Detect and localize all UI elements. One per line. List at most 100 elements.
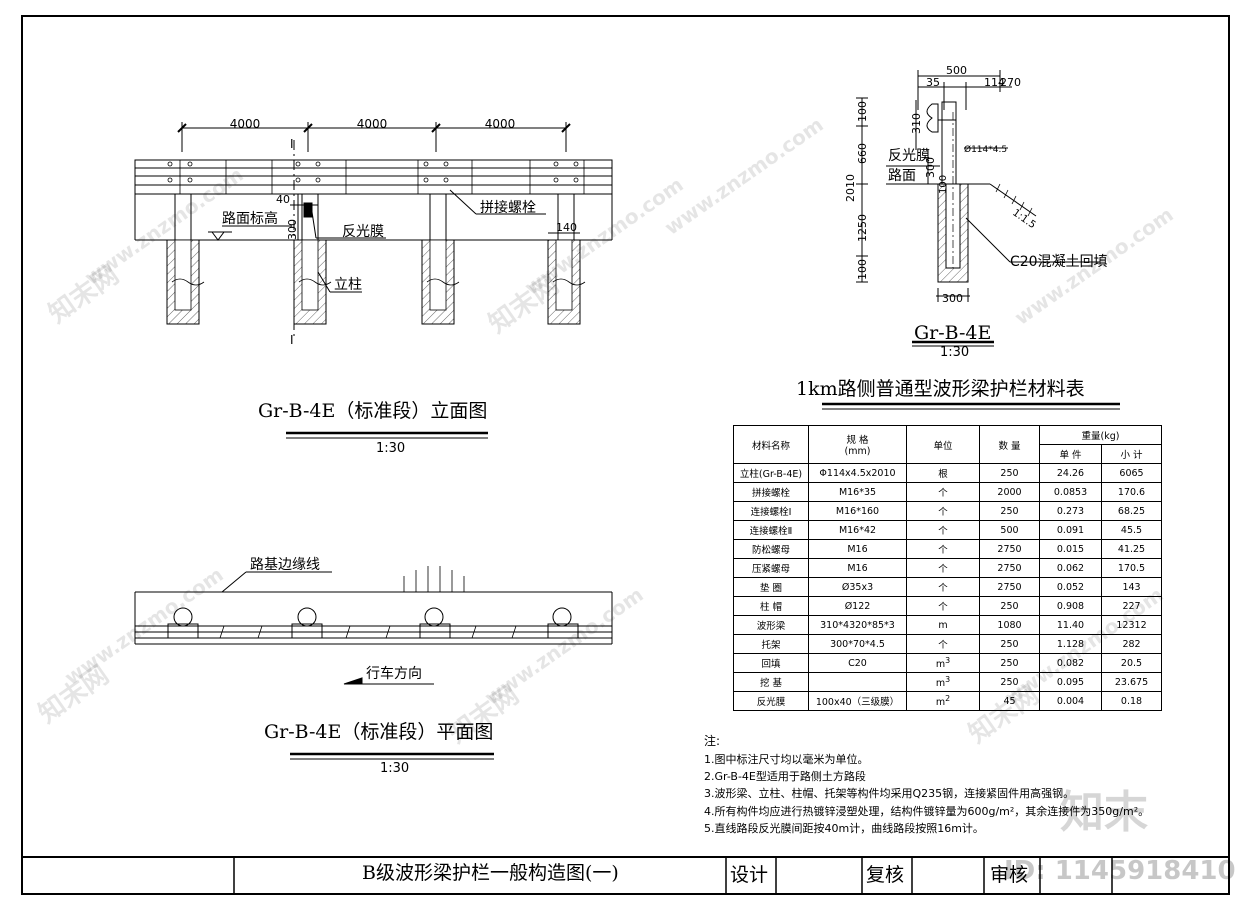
cell-material-name: 防松螺母: [733, 539, 809, 559]
elevation-text: 4000 4000 4000 I I 40 300 140 路面标高 拼接螺栓 …: [222, 117, 577, 347]
dim-300-bottom: 300: [942, 292, 963, 305]
section-mark-bottom: I: [290, 333, 294, 347]
cell-quantity: 2000: [979, 482, 1040, 502]
cell-spec: 300*70*4.5: [808, 634, 907, 654]
cell-material-name: 波形梁: [733, 615, 809, 635]
cell-each-weight: 0.908: [1039, 596, 1102, 616]
review-label: 复核: [866, 864, 905, 886]
span-dim-2: 4000: [357, 117, 388, 131]
label-traffic-direction: 行车方向: [366, 665, 422, 682]
cell-subtotal: 20.5: [1100, 653, 1163, 673]
dim-660: 660: [856, 143, 869, 164]
watermark-id: ID: 1145918410: [1004, 856, 1236, 886]
elevation-title-underline: [286, 431, 488, 439]
cell-each-weight: 0.015: [1039, 539, 1102, 559]
cell-subtotal: 0.18: [1100, 691, 1163, 711]
cell-unit: 个: [906, 577, 980, 597]
cell-unit: m3: [906, 653, 980, 673]
header-material-name: 材料名称: [733, 425, 809, 464]
cell-spec: 310*4320*85*3: [808, 615, 907, 635]
cell-quantity: 250: [979, 596, 1040, 616]
label-reflective-film: 反光膜: [342, 224, 384, 240]
header-weight: 重量(kg): [1038, 425, 1163, 445]
section-text: 500 35 114 270 100 310 660 2010 300 1250…: [844, 64, 1108, 305]
titleblock-dividers: [233, 857, 1113, 894]
plan-text: 路基边缘线 行车方向: [250, 556, 422, 682]
cell-quantity: 250: [979, 501, 1040, 521]
cell-material-name: 挖 基: [733, 672, 809, 692]
plan-view: [134, 566, 613, 685]
cell-unit: m2: [906, 691, 980, 711]
plan-title: Gr-B-4E（标准段）平面图: [264, 721, 494, 743]
label-concrete-backfill: C20混凝土回填: [1010, 254, 1108, 270]
cell-quantity: 2750: [979, 558, 1040, 578]
cell-material-name: 拼接螺栓: [733, 482, 809, 502]
note-2: 2.Gr-B-4E型适用于路侧土方路段: [704, 770, 866, 783]
drawing-title: B级波形梁护栏一般构造图(一): [362, 862, 619, 884]
cell-each-weight: 0.273: [1039, 501, 1102, 521]
cell-quantity: 500: [979, 520, 1040, 540]
elevation-view: [134, 122, 613, 336]
cell-subtotal: 170.5: [1100, 558, 1163, 578]
cell-each-weight: 0.052: [1039, 577, 1102, 597]
cell-unit: m: [906, 615, 980, 635]
cell-spec: Ø122: [808, 596, 907, 616]
outer-border: [21, 15, 1230, 895]
cell-subtotal: 68.25: [1100, 501, 1163, 521]
cell-unit: 根: [906, 463, 980, 483]
cell-material-name: 连接螺栓Ⅱ: [733, 520, 809, 540]
cell-unit: 个: [906, 482, 980, 502]
table-title-underline: [822, 402, 1120, 410]
dim-270: 270: [1000, 76, 1021, 89]
cell-spec: Φ114x4.5x2010: [808, 463, 907, 483]
unit-exponent: 3: [945, 674, 951, 684]
note-3: 3.波形梁、立柱、柱帽、托架等构件均采用Q235钢，连接紧固件用高强钢。: [704, 787, 1075, 800]
cell-spec: C20: [808, 653, 907, 673]
dim-2010: 2010: [844, 174, 857, 202]
dim-500: 500: [946, 64, 967, 77]
section-title-underline: [912, 340, 994, 347]
cell-spec: M16*35: [808, 482, 907, 502]
cell-material-name: 柱 帽: [733, 596, 809, 616]
watermark-logo: 知末: [1060, 787, 1148, 838]
cell-quantity: 2750: [979, 539, 1040, 559]
label-pipe: Ø114*4.5: [964, 144, 1007, 155]
header-spec-unit: (mm): [844, 446, 871, 457]
cell-material-name: 垫 圈: [733, 577, 809, 597]
section-title: Gr-B-4E: [914, 322, 992, 344]
cell-material-name: 压紧螺母: [733, 558, 809, 578]
unit-exponent: 2: [945, 693, 951, 703]
label-road-surface: 路面: [888, 168, 916, 184]
label-road-elevation: 路面标高: [222, 210, 278, 227]
dim-300: 300: [286, 219, 299, 240]
label-subgrade-edge: 路基边缘线: [250, 556, 320, 573]
label-splice-bolt: 拼接螺栓: [480, 199, 536, 216]
label-post: 立柱: [334, 277, 362, 293]
cell-spec: M16: [808, 539, 907, 559]
cell-each-weight: 0.004: [1039, 691, 1102, 711]
cell-quantity: 2750: [979, 577, 1040, 597]
cell-spec: 100x40（三级膜）: [808, 691, 907, 711]
header-quantity: 数 量: [979, 425, 1040, 464]
dim-40: 40: [276, 193, 290, 206]
cell-quantity: 250: [979, 463, 1040, 483]
table-header-row-2: 单 件 小 计: [734, 444, 1163, 464]
cell-each-weight: 24.26: [1039, 463, 1102, 483]
cell-subtotal: 6065: [1100, 463, 1163, 483]
cell-unit: 个: [906, 596, 980, 616]
dim-100-inner: 100: [938, 175, 949, 194]
dim-35: 35: [926, 76, 940, 89]
cell-quantity: 250: [979, 634, 1040, 654]
